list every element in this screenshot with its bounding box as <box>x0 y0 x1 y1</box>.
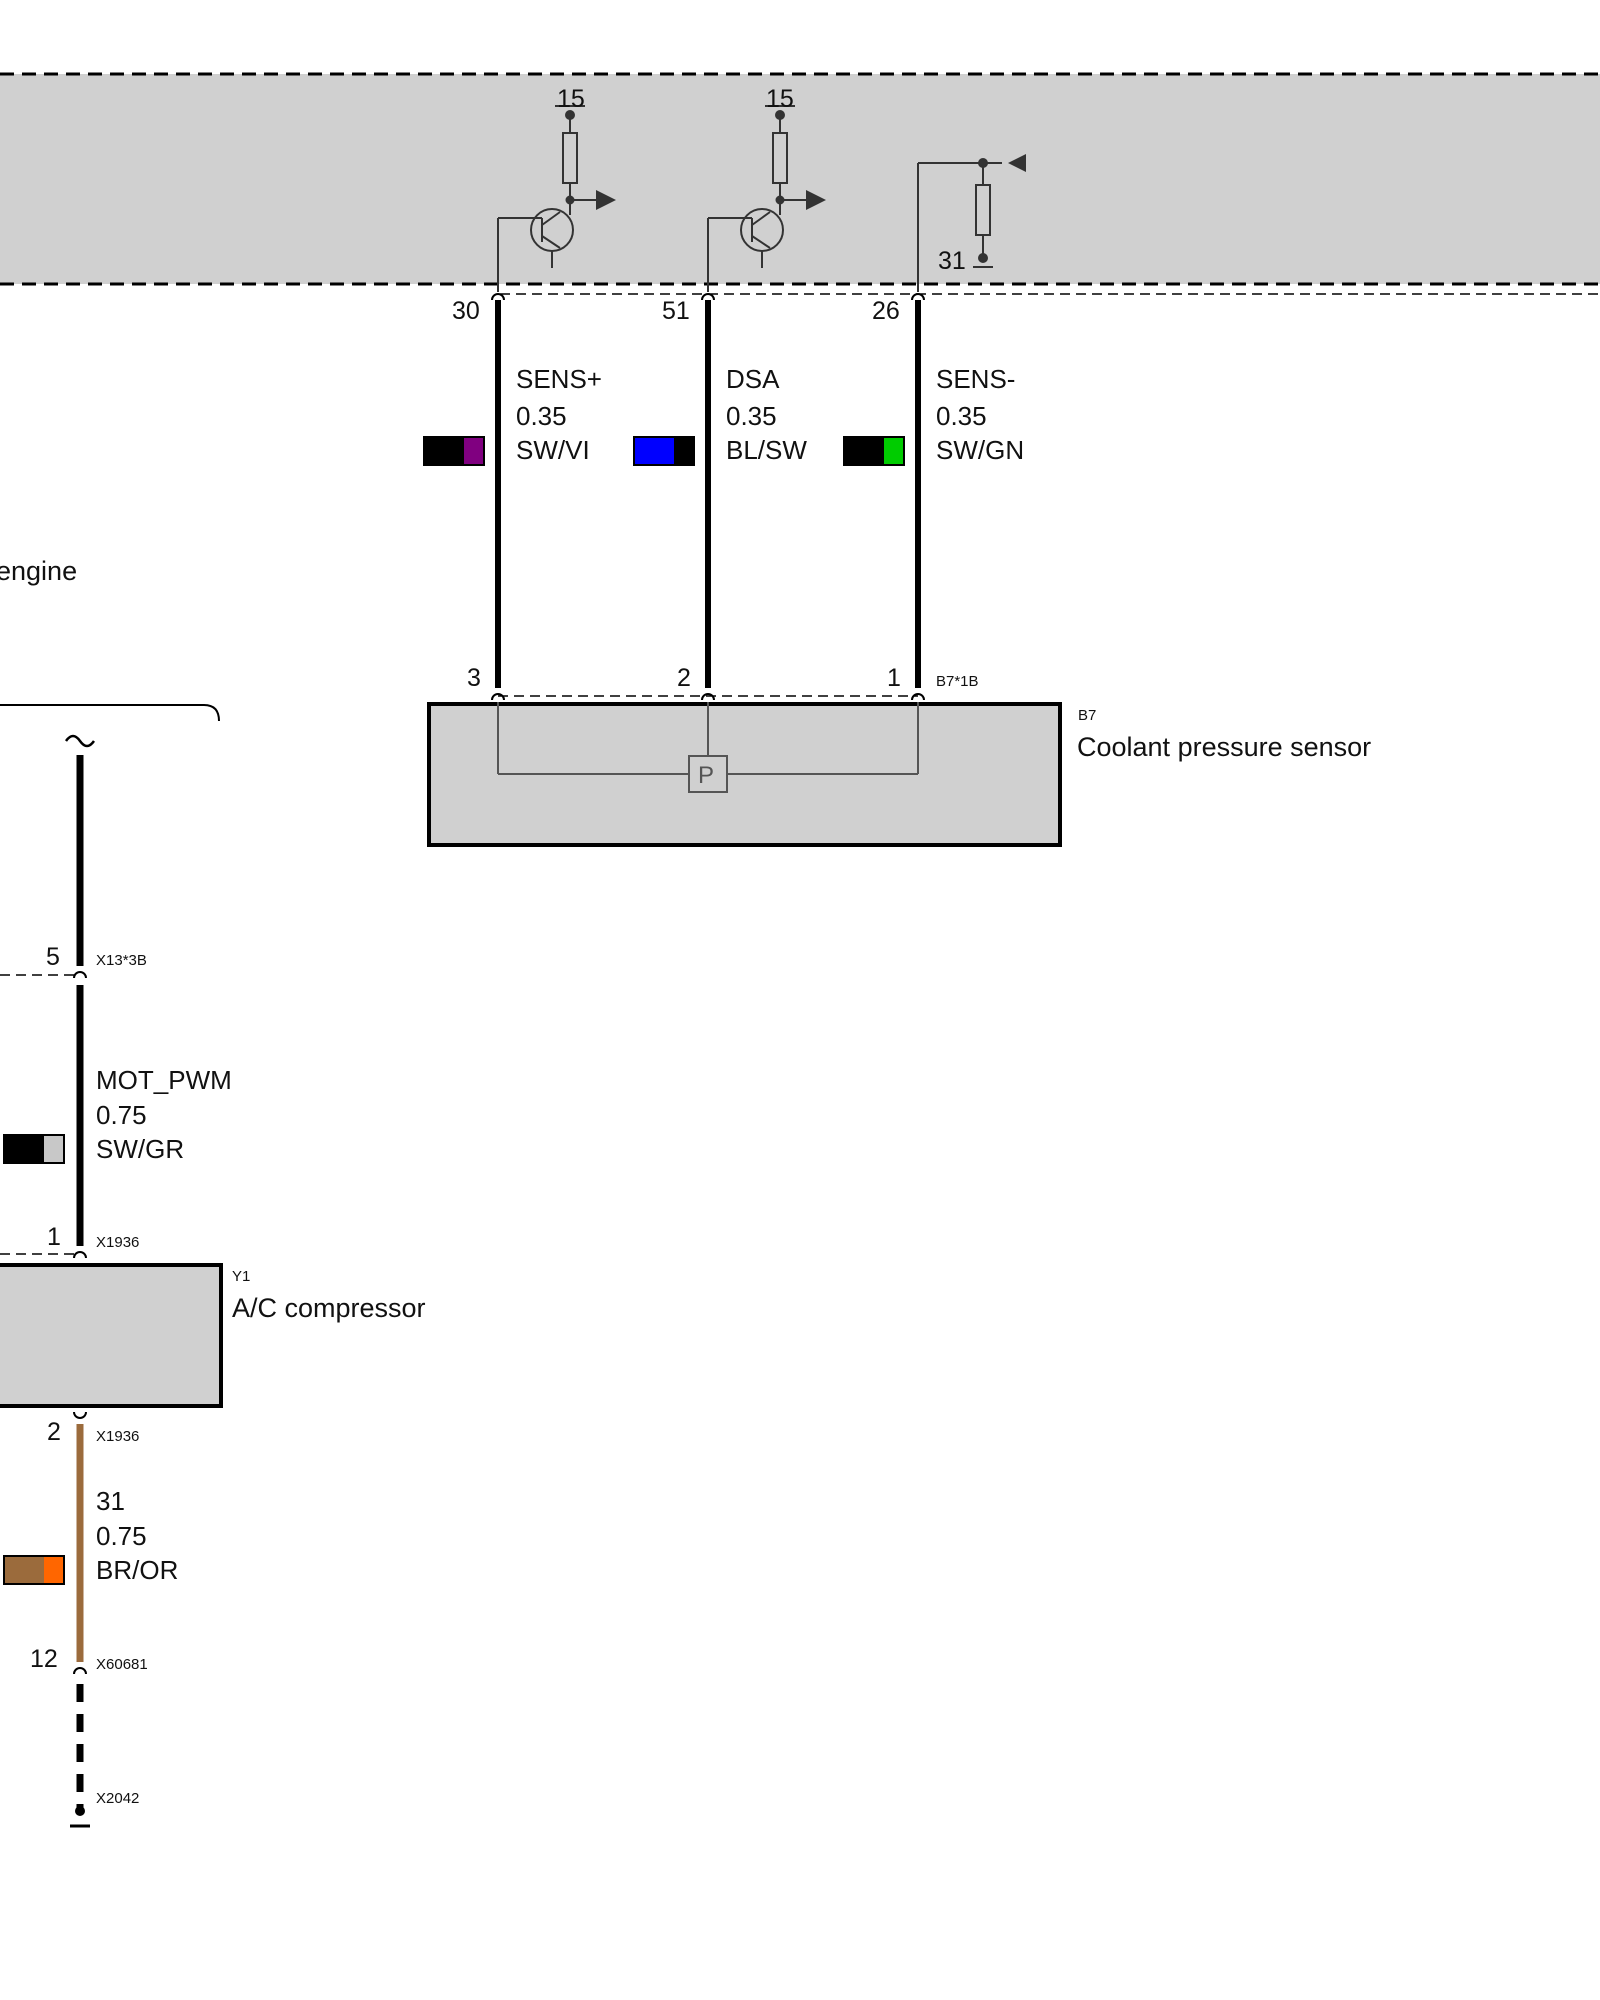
sensor-wires <box>491 293 925 701</box>
engine-control-unit <box>0 72 1600 295</box>
pin-top-26: 26 <box>872 297 900 325</box>
compressor-name: A/C compressor <box>232 1293 426 1323</box>
compressor-connector-top: X1936 <box>96 1234 139 1251</box>
mot-pwm-signal: MOT_PWM <box>96 1065 232 1095</box>
wire-size: 0.35 <box>936 401 987 431</box>
compressor-ground-wire <box>70 1411 90 1828</box>
ground-31-label: 31 <box>938 247 966 275</box>
sensor-connector-label: B7*1B <box>936 673 979 690</box>
lower-pin-12: 12 <box>30 1645 58 1673</box>
mot-pwm-size: 0.75 <box>96 1100 147 1130</box>
harness-bracket <box>0 704 220 722</box>
wire-color-code: SW/VI <box>516 435 590 465</box>
swatch-bl-sw <box>633 436 695 466</box>
sensor-name: Coolant pressure sensor <box>1077 732 1371 762</box>
sensor-ground-circuit <box>917 154 1026 292</box>
compressor-signal-wire <box>0 734 96 1259</box>
pin-bottom-1: 1 <box>887 664 901 692</box>
wire-color-code: BL/SW <box>726 435 807 465</box>
ground-signal: 31 <box>96 1486 125 1516</box>
wire-signal: SENS- <box>936 364 1015 394</box>
wire-label-dsa: DSA 0.35 BL/SW <box>726 364 807 465</box>
pin-top-51: 51 <box>662 297 690 325</box>
compressor-connector-bottom: X1936 <box>96 1428 139 1445</box>
compressor-pin-2: 2 <box>47 1418 61 1446</box>
wire-label-sens-minus: SENS- 0.35 SW/GN <box>936 364 1024 465</box>
connector-x2042: X2042 <box>96 1790 139 1807</box>
supply-15-right-label: 15 <box>766 85 794 113</box>
mot-pwm-color-code: SW/GR <box>96 1134 184 1164</box>
sensor-ref: B7 <box>1078 707 1096 724</box>
swatch-br-or <box>3 1555 65 1585</box>
pin-top-30: 30 <box>452 297 480 325</box>
supply-15-left-label: 15 <box>557 85 585 113</box>
ac-compressor-box <box>0 1263 223 1408</box>
connector-x13-3b: X13*3B <box>96 952 147 969</box>
pin-bottom-3: 3 <box>467 664 481 692</box>
wire-signal: DSA <box>726 364 780 394</box>
wire-size: 0.35 <box>516 401 567 431</box>
connector-x60681: X60681 <box>96 1656 148 1673</box>
connector-pin-5: 5 <box>46 943 60 971</box>
transistor-circuit-left <box>497 105 616 292</box>
swatch-sw-gn <box>843 436 905 466</box>
compressor-ref: Y1 <box>232 1268 250 1285</box>
pressure-symbol: P <box>698 762 714 789</box>
sensor-internal-wiring <box>497 702 919 793</box>
control-unit-label: engine <box>0 556 77 586</box>
pin-bottom-2: 2 <box>677 664 691 692</box>
wire-color-code: SW/GN <box>936 435 1024 465</box>
transistor-circuit-right <box>707 105 826 292</box>
ground-color-code: BR/OR <box>96 1555 178 1585</box>
ground-size: 0.75 <box>96 1521 147 1551</box>
compressor-pin-1: 1 <box>47 1223 61 1251</box>
swatch-sw-vi <box>423 436 485 466</box>
wire-size: 0.35 <box>726 401 777 431</box>
swatch-sw-gr <box>3 1134 65 1164</box>
wire-label-sens-plus: SENS+ 0.35 SW/VI <box>516 364 602 465</box>
wire-signal: SENS+ <box>516 364 602 394</box>
